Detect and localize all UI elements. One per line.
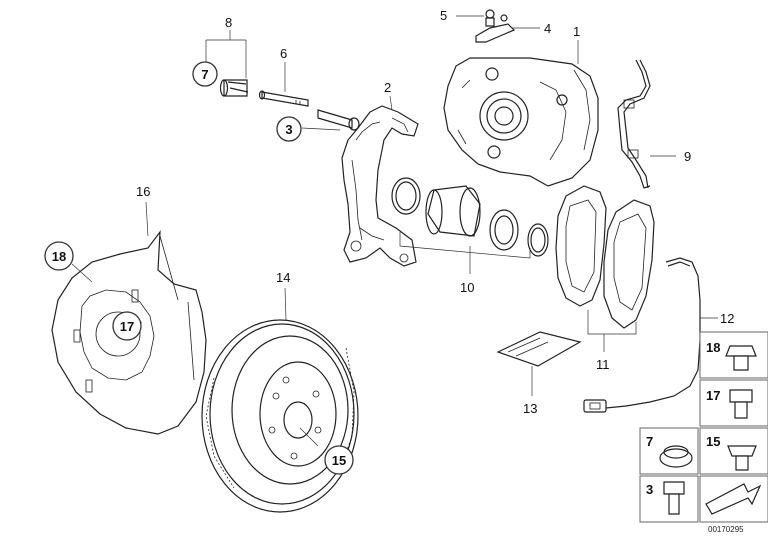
label-9: 9 (684, 149, 691, 164)
label-11: 11 (596, 357, 610, 372)
caliper-carrier-drawing (341, 105, 419, 267)
circled-label-7: 7 (192, 61, 218, 87)
legend-label-17: 17 (706, 388, 720, 403)
brake-pad-inner-drawing (555, 185, 607, 307)
label-5: 5 (440, 8, 447, 23)
label-8: 8 (225, 15, 232, 30)
legend-label-15: 15 (706, 434, 720, 449)
circled-label-15: 15 (324, 445, 354, 475)
legend-label-18: 18 (706, 340, 720, 355)
legend-box-3: 3 (639, 475, 699, 523)
guide-pin-drawing (258, 90, 309, 107)
leader-lines (71, 15, 718, 447)
guide-bushing-drawing (219, 79, 249, 97)
label-14: 14 (276, 270, 290, 285)
legend-box-arrow (699, 475, 768, 523)
bleeder-clip-drawing (475, 9, 516, 43)
legend-box-15: 15 (699, 427, 768, 475)
label-12: 12 (720, 311, 734, 326)
label-4: 4 (544, 21, 551, 36)
label-13: 13 (523, 401, 537, 416)
label-10: 10 (460, 280, 474, 295)
label-7: 7 (201, 67, 208, 82)
document-number: 00170295 (708, 525, 744, 534)
wear-sensor-drawing (583, 257, 701, 413)
label-15: 15 (332, 453, 346, 468)
piston-seal-drawing (391, 177, 549, 257)
grease-packet-drawing (496, 331, 582, 367)
label-3: 3 (285, 122, 292, 137)
brake-pad-outer-drawing (603, 199, 655, 329)
label-17: 17 (120, 319, 134, 334)
bolt-drawing (317, 109, 360, 131)
legend-label-3: 3 (646, 482, 653, 497)
legend-box-7: 7 (639, 427, 699, 475)
anti-rattle-spring-drawing (617, 59, 651, 189)
legend-box-18: 18 (699, 331, 768, 379)
label-18: 18 (52, 249, 66, 264)
legend-label-7: 7 (646, 434, 653, 449)
label-2: 2 (384, 80, 391, 95)
label-6: 6 (280, 46, 287, 61)
label-16: 16 (136, 184, 150, 199)
label-1: 1 (573, 24, 580, 39)
brake-disc-drawing (201, 319, 359, 513)
circled-label-3: 3 (276, 116, 302, 142)
caliper-housing-drawing (443, 57, 599, 187)
legend-box-17: 17 (699, 379, 768, 427)
circled-label-18: 18 (44, 241, 74, 271)
circled-label-17: 17 (112, 311, 142, 341)
